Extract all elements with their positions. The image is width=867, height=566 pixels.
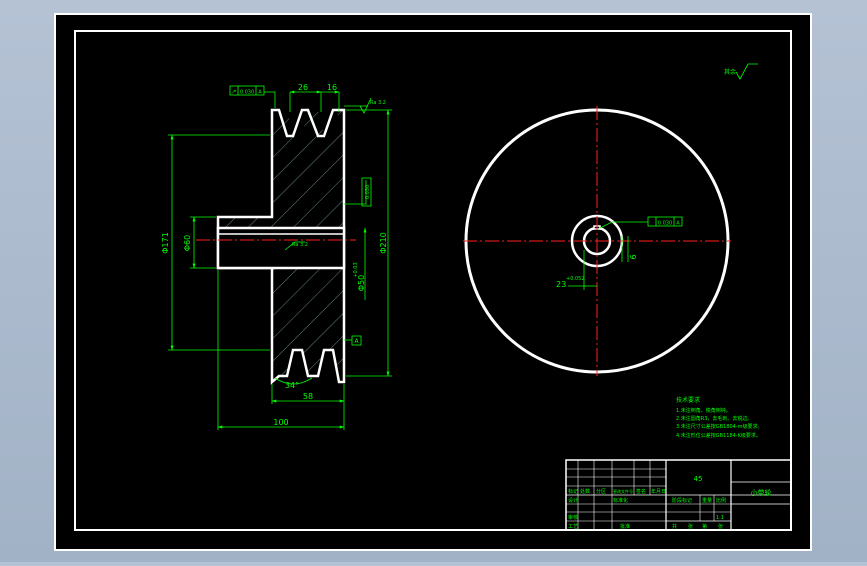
dim-groove-pitch: 26: [298, 83, 308, 92]
front-dimension-labels: 23 +0.052 6: [556, 254, 638, 289]
ra-main: Ra 3.2: [370, 100, 386, 106]
surface-finish-general: 其余: [724, 63, 758, 80]
surface-finish-top: Ra 3.2: [359, 97, 386, 114]
front-dimensions: [568, 221, 648, 290]
dim-groove-angle: 34°: [285, 381, 299, 390]
dim-dia-171: Φ171: [161, 232, 170, 254]
section-view: [196, 108, 356, 385]
drawing-sheet: [54, 13, 812, 551]
dim-dia-60: Φ60: [183, 235, 192, 251]
pulley-outline: [216, 108, 346, 385]
tb-label: 张: [718, 523, 723, 530]
tech-requirements: 技术要求 1.未注倒角、锐角倒钝。 2.未注圆角R3，去毛刺、去锐边。 3.未注…: [676, 396, 762, 439]
datum-letter: A: [354, 338, 359, 345]
symmetry-value: 0.030: [658, 221, 672, 227]
runout-top-datum: A: [258, 90, 262, 96]
tb-label: 更改文件号: [613, 488, 633, 494]
tb-scale: 1:1: [716, 515, 724, 521]
ra-bore: Ra 3.2: [292, 242, 308, 248]
tb-part-name: 小带轮: [751, 488, 772, 497]
tb-label: 审核: [568, 514, 578, 521]
tech-req-title: 技术要求: [676, 396, 700, 404]
tb-label: 标准化: [613, 497, 628, 504]
symmetry-datum: A: [676, 221, 680, 227]
tb-label: 比例: [716, 497, 726, 504]
tech-req-item: 4.未注形位公差按GB1184-K级要求。: [676, 432, 761, 439]
surface-finish-bore: Ra 3.2: [292, 242, 308, 248]
dim-groove-top: 16: [327, 83, 337, 92]
tech-req-item: 3.未注尺寸公差按GB1804-m级要求。: [676, 423, 762, 430]
section-hatching: [218, 110, 344, 382]
symmetry-frame: 0.030 A: [647, 216, 683, 227]
tol-bore: +0.03: [353, 262, 359, 277]
tb-label: 工艺: [568, 524, 578, 530]
section-dimensions: [168, 90, 392, 430]
tech-req-item: 2.未注圆角R3，去毛刺、去锐边。: [676, 415, 752, 422]
inner-frame: [74, 30, 792, 531]
tb-label: 年月日: [651, 488, 666, 495]
dim-keyway-depth: 23: [556, 280, 566, 289]
runout-frame-top: ↗ 0.030 A: [229, 85, 265, 96]
tb-label: 处数: [580, 488, 590, 495]
title-block: [565, 459, 792, 531]
tb-label: 标记: [568, 488, 578, 495]
tb-label: 签名: [636, 488, 646, 495]
section-dimension-labels: 26 16 Φ171 Φ60 Φ210 Φ50 +0.03 34° 58 100: [161, 83, 388, 427]
tb-label: 张: [688, 523, 693, 530]
dim-total-length: 100: [273, 418, 288, 427]
tb-label: 分区: [596, 488, 606, 495]
datum-box: A: [351, 335, 362, 346]
general-finish-symbol: [735, 63, 758, 80]
tech-req-item: 1.未注倒角、锐角倒钝。: [676, 407, 731, 414]
tb-label: 设计: [568, 497, 578, 504]
runout-side-value: 0.030: [365, 185, 371, 199]
runout-top-value: 0.030: [240, 90, 254, 96]
tb-label: 重量: [702, 497, 712, 504]
tb-label: 第: [702, 523, 707, 530]
tb-label: 阶段标记: [672, 497, 692, 504]
svg-text:↗: ↗: [231, 89, 236, 96]
dim-bore: Φ50: [357, 275, 366, 291]
tb-label: 批准: [620, 523, 630, 530]
tol-keyway: +0.052: [566, 276, 585, 282]
dim-keyway-width: 6: [629, 254, 638, 259]
title-block-text: 标记 处数 分区 更改文件号 签名 年月日 设计 标准化 审核 工艺 批准 阶段…: [568, 475, 772, 530]
general-finish-label: 其余: [724, 68, 736, 76]
dim-hub-length: 58: [303, 392, 313, 401]
dim-dia-210: Φ210: [379, 232, 388, 254]
tb-label: 共: [672, 523, 677, 530]
runout-frame-side: 0.030: [361, 177, 372, 207]
tb-material: 45: [694, 475, 703, 483]
